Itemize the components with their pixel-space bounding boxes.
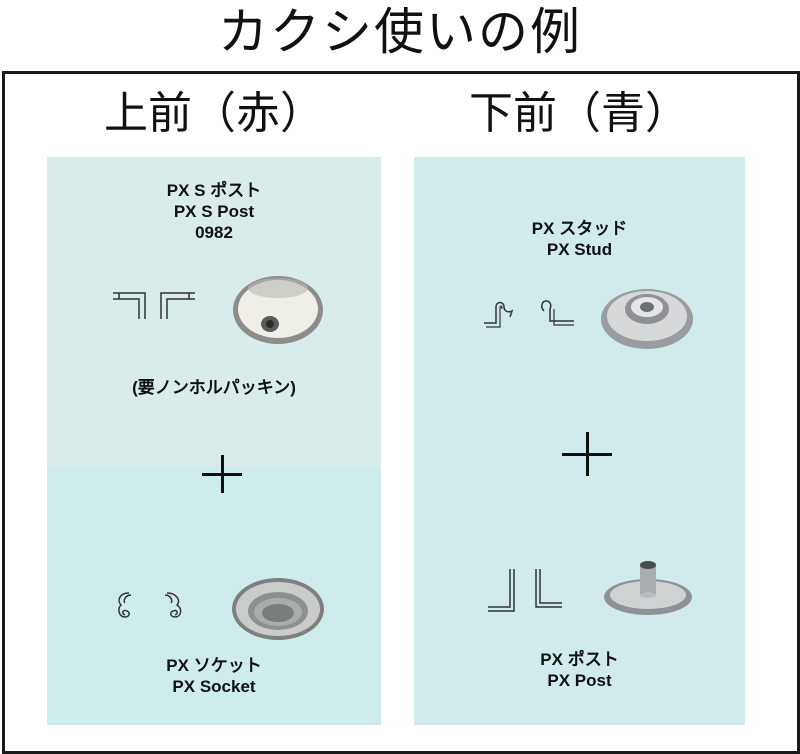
post-photo (604, 561, 692, 615)
socket-name-ja: PX ソケット (166, 656, 262, 675)
packing-note: (要ノンホルパッキン) (132, 378, 296, 397)
post-label-group: PX S ポスト PX S Post 0982 (47, 180, 381, 243)
stud-label-group: PX スタッド PX Stud (414, 218, 745, 260)
post-name-ja: PX S ポスト (166, 181, 262, 200)
post-photo (233, 276, 323, 344)
left-column-heading: 上前（赤） (104, 88, 324, 139)
post-line-drawing (113, 292, 195, 319)
post-bottom-name-ja: PX ポスト (540, 650, 619, 669)
page-title: カクシ使いの例 (218, 3, 582, 61)
socket-line-drawing (118, 592, 182, 618)
left-panel: PX S ポスト PX S Post 0982 (要ノンホルパッキン) PX ソ… (47, 157, 381, 725)
post-bottom-label-group: PX ポスト PX Post (414, 649, 745, 691)
stud-name-ja: PX スタッド (531, 219, 628, 238)
post-code: 0982 (195, 223, 233, 242)
stud-name-en: PX Stud (546, 240, 613, 259)
post-line-drawing (488, 569, 562, 612)
post-bottom-name-en: PX Post (547, 671, 612, 690)
right-column-heading: 下前（青） (469, 88, 689, 139)
plus-icon (562, 432, 612, 476)
socket-name-en: PX Socket (172, 677, 256, 696)
stud-line-drawing (484, 300, 574, 328)
socket-label-group: PX ソケット PX Socket (47, 655, 381, 697)
post-name-en: PX S Post (173, 202, 255, 221)
left-panel-lower-area (47, 466, 381, 725)
stud-photo (601, 289, 693, 349)
figure-frame (2, 71, 800, 754)
plus-icon (202, 455, 242, 493)
socket-photo (232, 578, 324, 640)
right-panel: PX スタッド PX Stud PX ポスト PX Post (414, 157, 745, 725)
